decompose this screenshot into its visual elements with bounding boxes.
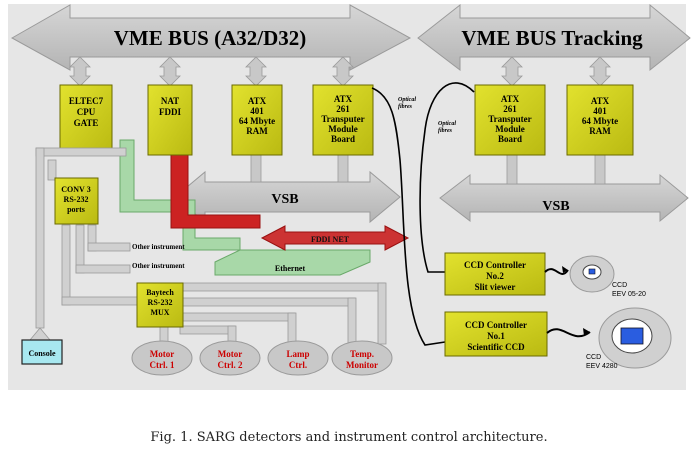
svg-text:Temp.: Temp. <box>350 349 374 359</box>
svg-text:Console: Console <box>28 349 56 358</box>
optical-label-2b: fibres <box>438 128 453 134</box>
ccd-cable-large-head <box>583 328 590 336</box>
other-instrument-1: Other instrument <box>132 243 185 251</box>
ccd-controller-1: CCD Controller No.1 Scientific CCD <box>444 311 548 357</box>
device-temp-monitor: Temp. Monitor <box>331 340 393 376</box>
svg-text:Lamp: Lamp <box>286 349 309 359</box>
ccd-controller-2: CCD Controller No.2 Slit viewer <box>444 252 546 296</box>
svg-text:No.2: No.2 <box>486 271 504 281</box>
optical-fibre-1 <box>371 87 446 346</box>
svg-text:401: 401 <box>593 106 607 116</box>
ccd-large-model: EEV 4280 <box>586 363 618 370</box>
svg-text:Ctrl.: Ctrl. <box>289 360 307 370</box>
architecture-diagram: VME BUS (A32/D32) VME BUS Tracking VSB V… <box>8 3 691 390</box>
ccd-cable-small <box>544 268 569 275</box>
svg-text:CONV 3: CONV 3 <box>61 185 90 194</box>
device-motor-2: Motor Ctrl. 2 <box>199 340 261 376</box>
svg-text:ATX: ATX <box>591 96 610 106</box>
atx401-left-box: ATX 401 64 Mbyte RAM <box>231 84 283 156</box>
svg-text:64 Mbyte: 64 Mbyte <box>239 116 275 126</box>
device-lamp: Lamp Ctrl. <box>267 340 329 376</box>
other-instrument-2: Other instrument <box>132 262 185 270</box>
svg-text:Slit viewer: Slit viewer <box>475 282 516 292</box>
ccd-small-name: CCD <box>612 282 627 289</box>
ccd-small-camera <box>569 255 615 293</box>
svg-text:CCD Controller: CCD Controller <box>464 260 526 270</box>
svg-text:64 Mbyte: 64 Mbyte <box>582 116 618 126</box>
svg-text:401: 401 <box>250 106 264 116</box>
svg-text:Module: Module <box>328 124 358 134</box>
svg-text:Board: Board <box>331 134 355 144</box>
svg-text:ATX: ATX <box>501 94 520 104</box>
vsb-right-label: VSB <box>542 199 569 214</box>
conv3-box: CONV 3 RS-232 ports <box>54 177 99 225</box>
svg-text:RAM: RAM <box>589 126 611 136</box>
svg-text:261: 261 <box>336 104 350 114</box>
svg-text:MUX: MUX <box>150 308 169 317</box>
svg-text:Module: Module <box>495 124 525 134</box>
vme-bus-main <box>10 4 412 71</box>
svg-text:261: 261 <box>503 104 517 114</box>
ccd-small-model: EEV 05-20 <box>612 291 646 298</box>
vsb-left-label: VSB <box>271 192 298 207</box>
svg-text:RS-232: RS-232 <box>148 298 173 307</box>
svg-text:No.1: No.1 <box>487 331 505 341</box>
ccd-large-camera <box>598 307 672 369</box>
fddi-net-label: FDDI NET <box>311 235 350 244</box>
svg-text:Scientific CCD: Scientific CCD <box>467 342 525 352</box>
optical-fibre-2 <box>419 82 475 273</box>
console-box: Console <box>21 339 63 365</box>
svg-text:RAM: RAM <box>246 126 268 136</box>
svg-text:ELTEC7: ELTEC7 <box>69 96 104 106</box>
svg-text:ATX: ATX <box>334 94 353 104</box>
svg-text:NAT: NAT <box>161 96 179 106</box>
svg-text:RS-232: RS-232 <box>64 195 89 204</box>
fddi-net-arrow <box>260 225 410 251</box>
optical-label-2a: Optical <box>438 121 456 127</box>
svg-text:GATE: GATE <box>74 118 99 128</box>
eltec-box: ELTEC7 CPU GATE <box>59 84 113 154</box>
svg-text:Transputer: Transputer <box>488 114 531 124</box>
svg-text:CPU: CPU <box>77 107 96 117</box>
atx261-left-box: ATX 261 Transputer Module Board <box>312 84 374 156</box>
svg-text:FDDI: FDDI <box>159 107 181 117</box>
svg-text:Board: Board <box>498 134 522 144</box>
nat-fddi-box: NAT FDDI <box>147 84 193 156</box>
vme-bus-tracking <box>417 3 691 72</box>
vme-bus-main-label: VME BUS (A32/D32) <box>114 26 307 50</box>
bus-board-connectors <box>69 56 611 87</box>
optical-label-1b: fibres <box>398 104 413 110</box>
optical-label-1a: Optical <box>398 97 416 103</box>
ethernet-bus <box>214 249 371 276</box>
ccd-large-name: CCD <box>586 354 601 361</box>
device-motor-1: Motor Ctrl. 1 <box>131 340 193 376</box>
atx261-right-box: ATX 261 Transputer Module Board <box>474 84 546 156</box>
svg-text:Ctrl. 1: Ctrl. 1 <box>150 360 175 370</box>
svg-text:Baytech: Baytech <box>146 288 174 297</box>
svg-text:Motor: Motor <box>218 349 243 359</box>
svg-text:ATX: ATX <box>248 96 267 106</box>
svg-text:ports: ports <box>67 205 85 214</box>
ethernet-link <box>119 139 241 251</box>
svg-text:CCD Controller: CCD Controller <box>465 320 527 330</box>
ethernet-label: Ethernet <box>275 264 306 273</box>
atx401-right-box: ATX 401 64 Mbyte RAM <box>566 84 634 156</box>
ccd-cable-small-head <box>562 266 568 273</box>
svg-text:Ctrl. 2: Ctrl. 2 <box>218 360 243 370</box>
baytech-mux-box: Baytech RS-232 MUX <box>136 282 184 328</box>
svg-text:Monitor: Monitor <box>346 360 378 370</box>
vme-bus-tracking-label: VME BUS Tracking <box>461 26 643 50</box>
vsb-bus-right <box>439 173 689 223</box>
svg-text:Transputer: Transputer <box>321 114 364 124</box>
svg-text:Motor: Motor <box>150 349 175 359</box>
figure-caption: Fig. 1. SARG detectors and instrument co… <box>150 430 548 445</box>
